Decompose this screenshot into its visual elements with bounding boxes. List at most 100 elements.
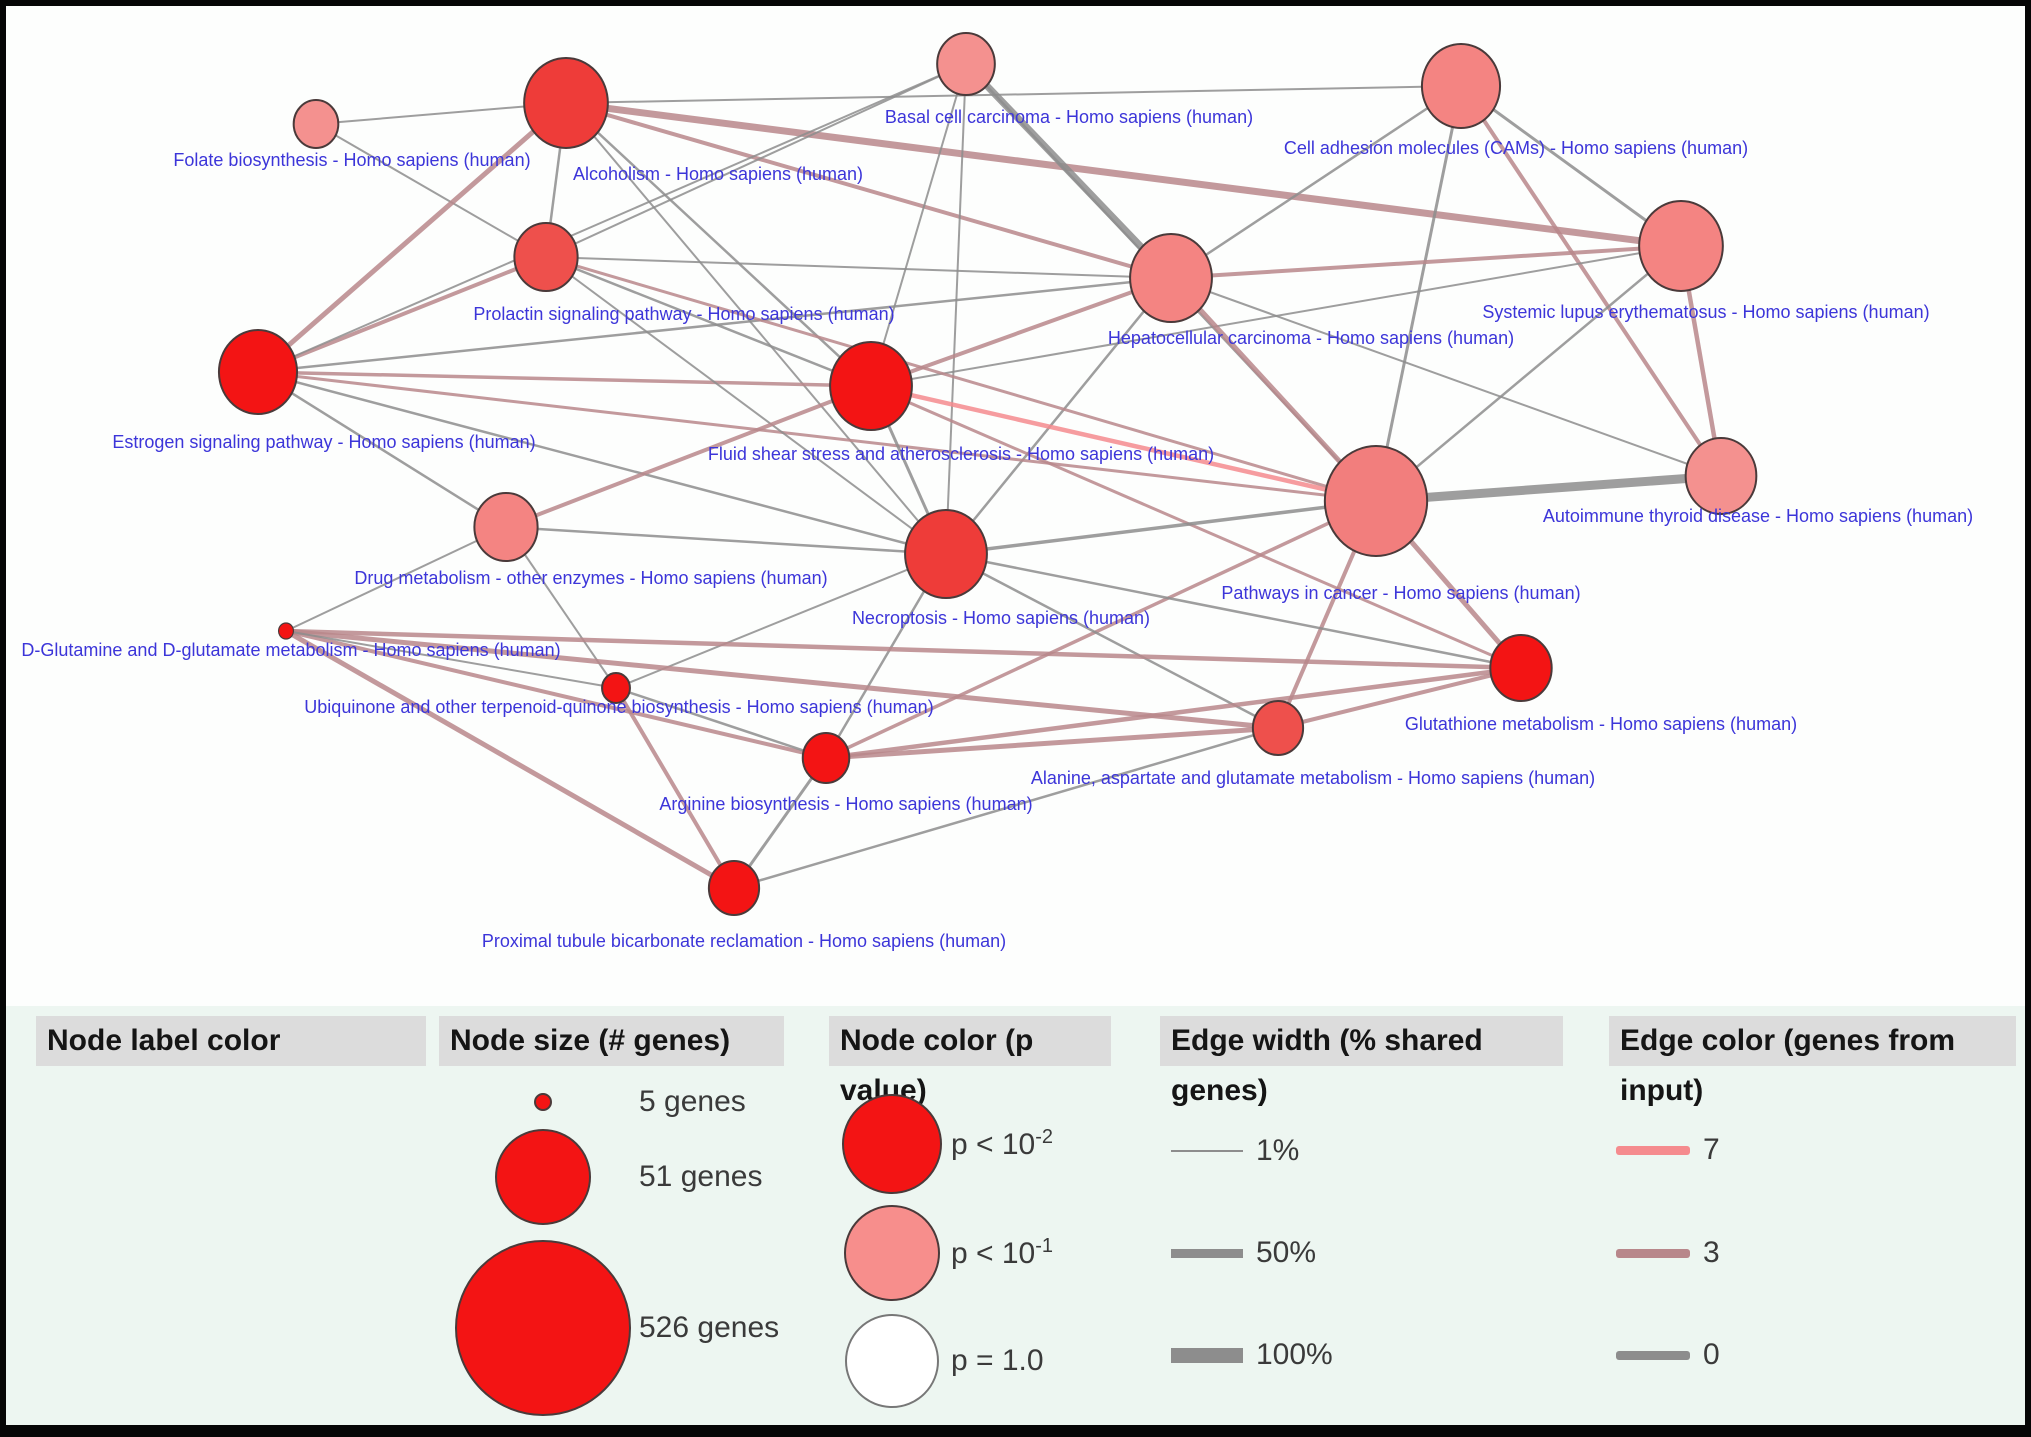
legend-node-size-circle: [455, 1240, 631, 1416]
graph-edge-necro-glutathione: [945, 552, 1522, 670]
graph-edge-fluid-cancer: [870, 383, 1377, 504]
graph-node-basal[interactable]: [936, 32, 996, 96]
graph-node-drugmet[interactable]: [473, 492, 539, 562]
graph-edge-cams-autoimmune: [1459, 84, 1723, 478]
graph-edge-glutathione-alanine: [1277, 666, 1522, 730]
graph-edge-cancer-arginine: [825, 499, 1377, 760]
graph-edge-prolactin-cancer: [545, 255, 1377, 503]
graph-edge-prolactin-necro: [545, 256, 947, 555]
legend-pvalue-label: p < 10-1: [951, 1235, 1054, 1270]
legend-edge-width-label: 100%: [1256, 1338, 1333, 1371]
graph-node-prolactin[interactable]: [513, 222, 579, 292]
graph-node-label-glutathione: Glutathione metabolism - Homo sapiens (h…: [1405, 714, 1797, 734]
graph-edge-dglut-ubiquinone: [285, 630, 617, 689]
legend-edge-color-sample: [1616, 1145, 1690, 1155]
graph-node-label-cancer: Pathways in cancer - Homo sapiens (human…: [1221, 583, 1580, 603]
legend-header-node-size: Node size (# genes): [439, 1016, 784, 1066]
graph-node-proximal[interactable]: [707, 860, 761, 916]
graph-edge-alcoholism-necro: [565, 102, 947, 555]
graph-edge-estrogen-drugmet: [257, 370, 507, 529]
graph-edge-estrogen-basal: [257, 63, 967, 373]
graph-edge-ubiquinone-arginine: [615, 686, 827, 760]
graph-node-cancer[interactable]: [1323, 445, 1429, 557]
graph-node-label-alcoholism: Alcoholism - Homo sapiens (human): [573, 164, 863, 184]
legend-edge-color-sample: [1616, 1350, 1690, 1360]
graph-node-ubiquinone[interactable]: [601, 672, 631, 704]
legend-edge-width-sample: [1171, 1150, 1243, 1152]
graph-edge-lupus-cancer: [1375, 245, 1682, 502]
graph-edge-cancer-necro: [945, 499, 1377, 556]
legend-node-size-circle: [495, 1129, 591, 1225]
graph-edge-cams-cancer: [1374, 85, 1463, 502]
graph-node-label-drugmet: Drug metabolism - other enzymes - Homo s…: [354, 568, 827, 588]
graph-node-alcoholism[interactable]: [523, 57, 609, 149]
graph-edge-alcoholism-lupus: [565, 99, 1682, 250]
graph-node-label-ubiquinone: Ubiquinone and other terpenoid-quinone b…: [304, 697, 933, 717]
graph-edge-lupus-hepato: [1170, 244, 1682, 280]
graph-edge-drugmet-dglut: [285, 526, 507, 632]
graph-node-label-lupus: Systemic lupus erythematosus - Homo sapi…: [1482, 302, 1929, 322]
graph-node-dglut[interactable]: [277, 622, 295, 640]
graph-edge-necro-ubiquinone: [615, 553, 947, 689]
graph-node-alanine[interactable]: [1251, 700, 1305, 756]
legend-header-node-label-color: Node label color: [36, 1016, 426, 1066]
graph-node-label-arginine: Arginine biosynthesis - Homo sapiens (hu…: [659, 794, 1032, 814]
graph-edge-necro-alanine: [945, 552, 1279, 730]
graph-edge-glutathione-arginine: [825, 665, 1522, 761]
legend-edge-color-label: 7: [1703, 1133, 1720, 1166]
legend-pvalue-label: p = 1.0: [951, 1344, 1044, 1377]
network-graph-area: Folate biosynthesis - Homo sapiens (huma…: [6, 6, 2025, 1006]
graph-edge-ubiquinone-proximal: [614, 686, 736, 890]
graph-edge-basal-fluid: [870, 63, 967, 387]
legend-node-size-label: 526 genes: [639, 1311, 780, 1344]
graph-node-label-alanine: Alanine, aspartate and glutamate metabol…: [1031, 768, 1595, 788]
graph-node-label-hepato: Hepatocellular carcinoma - Homo sapiens …: [1108, 328, 1514, 348]
graph-edge-alcoholism-estrogen: [256, 101, 568, 374]
graph-edge-cams-hepato: [1170, 84, 1462, 280]
graph-node-cams[interactable]: [1420, 43, 1502, 129]
legend-edge-color-label: 3: [1703, 1236, 1720, 1269]
graph-edge-fluid-drugmet: [505, 384, 872, 529]
graph-edge-folate-prolactin: [315, 123, 547, 258]
network-canvas[interactable]: Folate biosynthesis - Homo sapiens (huma…: [6, 6, 2025, 1006]
graph-edge-dglut-arginine: [285, 629, 827, 760]
graph-node-label-necro: Necroptosis - Homo sapiens (human): [852, 608, 1150, 628]
legend-pvalue-circle: [842, 1094, 942, 1194]
graph-edge-prolactin-hepato: [545, 256, 1172, 279]
graph-edge-hepato-autoimmune: [1170, 277, 1722, 477]
graph-node-estrogen[interactable]: [217, 329, 299, 415]
legend-edge-width-sample: [1171, 1248, 1243, 1258]
graph-node-label-autoimmune: Autoimmune thyroid disease - Homo sapien…: [1543, 506, 1973, 526]
legend-pvalue-circle: [845, 1314, 939, 1408]
legend-edge-width-label: 1%: [1256, 1134, 1300, 1167]
graph-edge-alanine-proximal: [733, 726, 1279, 890]
graph-edge-alcoholism-cams: [565, 85, 1462, 104]
graph-node-hepato[interactable]: [1129, 233, 1213, 323]
graph-node-label-folate: Folate biosynthesis - Homo sapiens (huma…: [173, 150, 530, 170]
legend-edge-color-sample: [1616, 1248, 1690, 1258]
graph-node-necro[interactable]: [904, 509, 988, 599]
legend-node-size-circle: [534, 1093, 552, 1111]
legend-header-edge-width: Edge width (% shared genes): [1160, 1016, 1563, 1107]
graph-edge-prolactin-fluid: [545, 255, 872, 388]
graph-node-glutathione[interactable]: [1489, 634, 1553, 702]
graph-edge-estrogen-necro: [257, 370, 947, 556]
graph-node-fluid[interactable]: [829, 341, 913, 431]
legend-node-size-label: 5 genes: [639, 1085, 746, 1118]
legend-header-node-color: Node color (p value): [829, 1016, 1111, 1107]
graph-node-arginine[interactable]: [801, 732, 851, 784]
graph-node-label-basal: Basal cell carcinoma - Homo sapiens (hum…: [885, 107, 1253, 127]
legend-strip: Node label color Node size (# genes) Nod…: [6, 1006, 2025, 1425]
graph-edge-fluid-glutathione: [870, 384, 1522, 670]
graph-edge-cams-lupus: [1460, 84, 1682, 248]
graph-node-lupus[interactable]: [1638, 200, 1724, 292]
graph-node-folate[interactable]: [292, 99, 340, 149]
graph-edge-drugmet-necro: [505, 525, 947, 556]
graph-edge-estrogen-fluid: [257, 370, 872, 388]
graph-node-label-proximal: Proximal tubule bicarbonate reclamation …: [482, 931, 1006, 951]
graph-edge-basal-prolactin: [545, 63, 967, 258]
graph-node-autoimmune[interactable]: [1684, 437, 1758, 515]
graph-node-label-fluid: Fluid shear stress and atherosclerosis -…: [708, 444, 1214, 464]
legend-edge-color-label: 0: [1703, 1338, 1720, 1371]
